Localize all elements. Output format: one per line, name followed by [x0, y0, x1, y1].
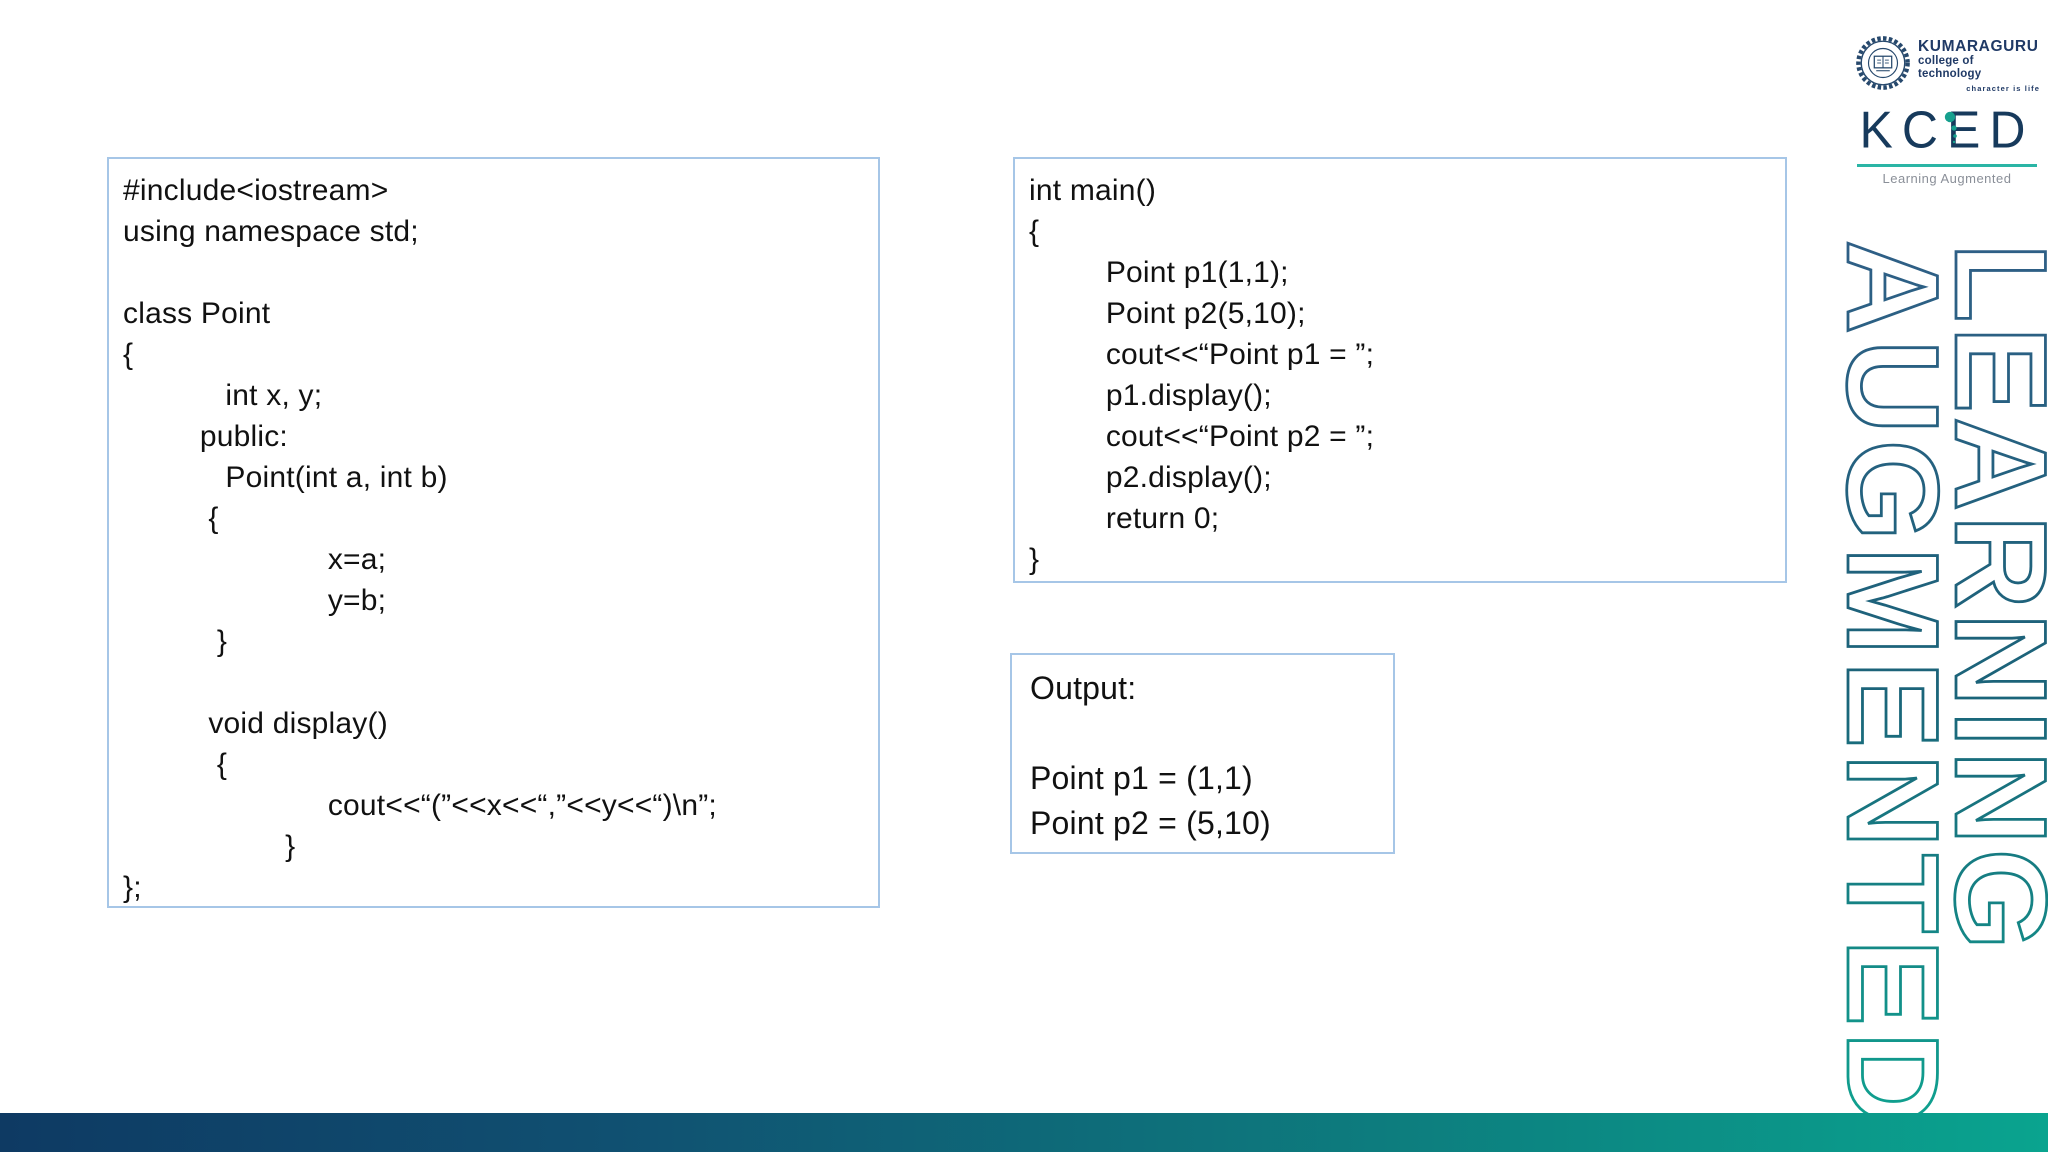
kced-wordmark: KCED [1855, 100, 2039, 160]
code-line: { [123, 338, 134, 371]
code-line: int main() [1029, 174, 1157, 207]
kct-tagline: character is life [1966, 84, 2040, 93]
kced-tagline: Learning Augmented [1882, 170, 2012, 186]
code-line: #include<iostream> [123, 174, 389, 207]
code-line [123, 662, 864, 703]
kced-word: KCED [1859, 100, 2035, 160]
kct-logo-text: KUMARAGURU college of technology charact… [1918, 38, 2040, 93]
code-line: class Point [123, 297, 271, 330]
code-line: using namespace std; [123, 215, 419, 248]
class-definition-code-box: #include<iostream> using namespace std; cl… [107, 157, 880, 908]
vertical-banner: LEARNING AUGMENTED [1836, 239, 2048, 1134]
code-line: { [123, 502, 219, 535]
code-line: public: [123, 420, 288, 453]
code-line: x=a; [123, 543, 387, 576]
bottom-gradient-bar [0, 1113, 2048, 1152]
code-line [123, 252, 864, 293]
code-line: Point(int a, int b) [123, 461, 448, 494]
code-line: int x, y; [123, 379, 323, 412]
code-line: p1.display(); [1029, 379, 1272, 412]
code-line: y=b; [123, 584, 387, 617]
code-line: } [123, 830, 296, 863]
kced-logo: KCED Learning Augmented [1855, 100, 2039, 186]
output-line: Point p1 = (1,1) [1030, 760, 1253, 796]
code-line: return 0; [1029, 502, 1220, 535]
code-line: Point p1(1,1); [1029, 256, 1289, 289]
program-output-box: Output: Point p1 = (1,1) Point p2 = (5,10) [1010, 653, 1395, 854]
kced-dots-icon [1944, 111, 1957, 144]
code-line: { [1029, 215, 1040, 248]
main-function-code-box: int main() { Point p1(1,1); Point p2(5,10… [1013, 157, 1787, 583]
code-line: { [123, 748, 228, 781]
code-line: } [1029, 543, 1040, 576]
output-line [1030, 711, 1375, 756]
kct-subtitle: college of technology [1918, 55, 1982, 80]
code-line: } [123, 625, 228, 658]
code-line: cout<<“Point p2 = ”; [1029, 420, 1375, 453]
code-line: p2.display(); [1029, 461, 1272, 494]
output-line: Point p2 = (5,10) [1030, 805, 1271, 841]
kct-seal-icon [1856, 36, 1910, 90]
code-line: void display() [123, 707, 388, 740]
banner-word-learning: LEARNING [1928, 243, 2048, 954]
code-line: cout<<“(”<<x<<“,”<<y<<“)\n”; [123, 789, 717, 822]
kct-logo: KUMARAGURU college of technology charact… [1854, 32, 2040, 96]
code-line: }; [123, 871, 142, 904]
output-line: Output: [1030, 670, 1137, 706]
banner-word-augmented: AUGMENTED [1836, 240, 1966, 1132]
code-line: Point p2(5,10); [1029, 297, 1306, 330]
code-line: cout<<“Point p1 = ”; [1029, 338, 1375, 371]
kced-divider [1857, 164, 2037, 167]
kct-name: KUMARAGURU [1918, 38, 2039, 55]
